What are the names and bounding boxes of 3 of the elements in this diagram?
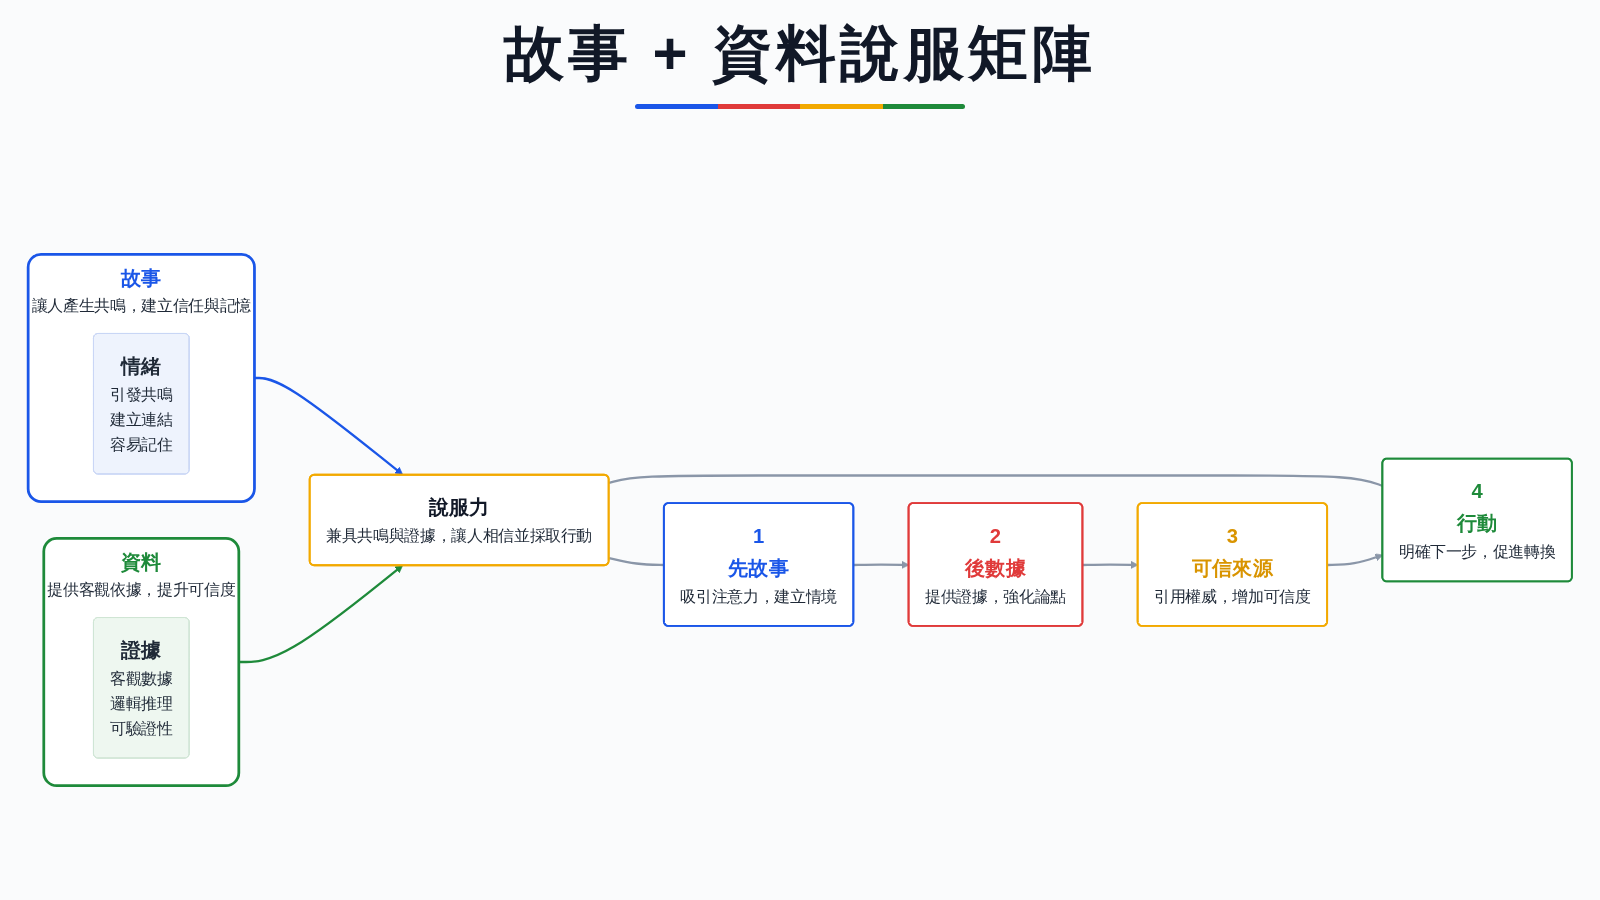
arrow <box>238 564 404 664</box>
diagram-title: 故事 + 資料說服矩陣 <box>503 19 1097 89</box>
arrow <box>254 376 404 476</box>
